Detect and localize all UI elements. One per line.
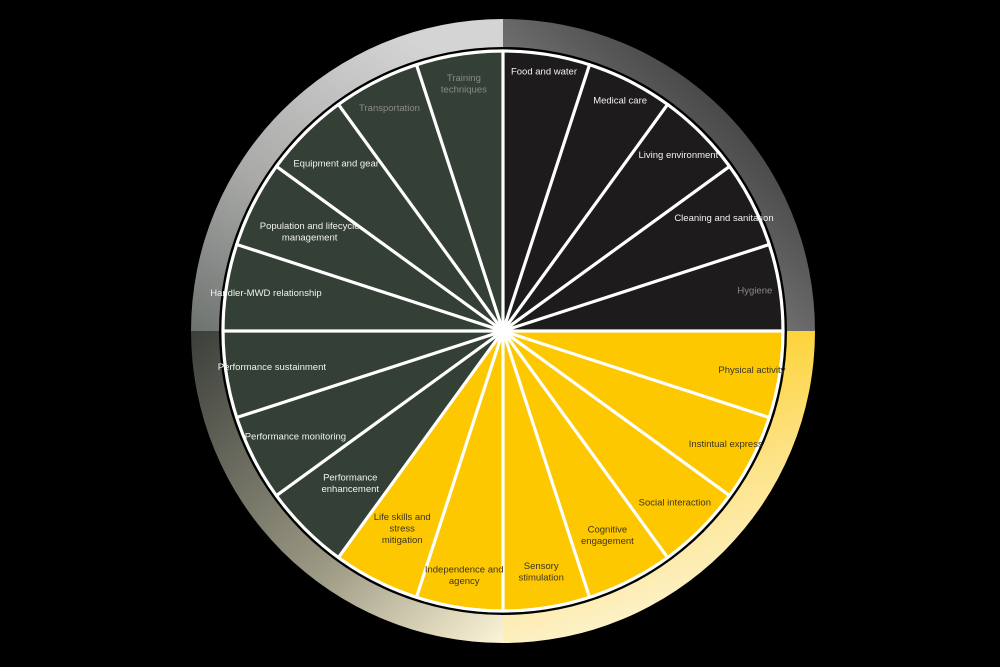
wedge-separator: [414, 329, 505, 599]
wedge-instintual-express[interactable]: [503, 331, 770, 496]
wedge-separator: [336, 102, 505, 333]
wedge-label-transportation: Transportation: [359, 103, 420, 114]
wedge-transportation[interactable]: [338, 64, 503, 331]
wedge-social-interaction[interactable]: [503, 331, 730, 558]
wedge-equipment-and-gear[interactable]: [276, 104, 503, 331]
wedge-medical-care[interactable]: [503, 64, 668, 331]
wedge-separator: [501, 63, 592, 333]
wedge-label-social-interaction: Social interaction: [639, 497, 711, 508]
wedge-separator: [501, 329, 670, 560]
wheel-rim: [221, 49, 785, 613]
wedge-label-hygiene: Hygiene: [737, 286, 772, 297]
wedge-label-cleaning-and-sanitation: Cleaning and sanitation: [674, 213, 773, 224]
ring-top-left: [191, 19, 503, 331]
wedge-label-performance-monitoring: Performance monitoring: [245, 431, 346, 442]
separator-group: [221, 49, 785, 613]
ring-bottom-left: [191, 331, 503, 643]
wedge-label-living-environment: Living environment: [638, 150, 718, 161]
wedge-performance-enhancement[interactable]: [276, 331, 503, 558]
wedge-group: [223, 51, 783, 611]
wedge-separator: [501, 329, 592, 599]
wedge-separator: [274, 329, 505, 498]
wedge-separator: [501, 242, 771, 333]
wedge-label-instintual-express: Instintual express: [689, 439, 763, 450]
ring-top-right: [503, 19, 815, 331]
wedge-separator: [501, 164, 732, 333]
wedge-label-performance-sustainment: Performance sustainment: [218, 362, 327, 373]
wedge-cleaning-and-sanitation[interactable]: [503, 166, 770, 331]
wedge-population-and-lifecycle-management[interactable]: [236, 166, 503, 331]
wedge-separator: [235, 329, 505, 420]
wedge-label-physical-activity: Physical activity: [718, 365, 785, 376]
wedge-label-handler-mwd-relationship: Handler-MWD relationship: [210, 288, 321, 299]
wedge-living-environment[interactable]: [503, 104, 730, 331]
wedge-separator: [336, 329, 505, 560]
wedge-life-skills-and-stress-mitigation[interactable]: [338, 331, 503, 598]
wedge-separator: [501, 329, 732, 498]
outer-ring-group: [191, 19, 815, 643]
wedge-label-medical-care: Medical care: [593, 96, 647, 107]
wedge-cognitive-engagement[interactable]: [503, 331, 668, 598]
wedge-separator: [414, 63, 505, 333]
center-hub: [498, 326, 508, 336]
ring-bottom-right: [503, 331, 815, 643]
wedge-separator: [501, 102, 670, 333]
wedge-separator: [501, 329, 771, 420]
wedge-label-equipment-and-gear: Equipment and gear: [293, 159, 379, 170]
wedge-label-food-and-water: Food and water: [511, 67, 577, 78]
wedge-separator: [274, 164, 505, 333]
wedge-performance-monitoring[interactable]: [236, 331, 503, 496]
wedge-separator: [235, 242, 505, 333]
